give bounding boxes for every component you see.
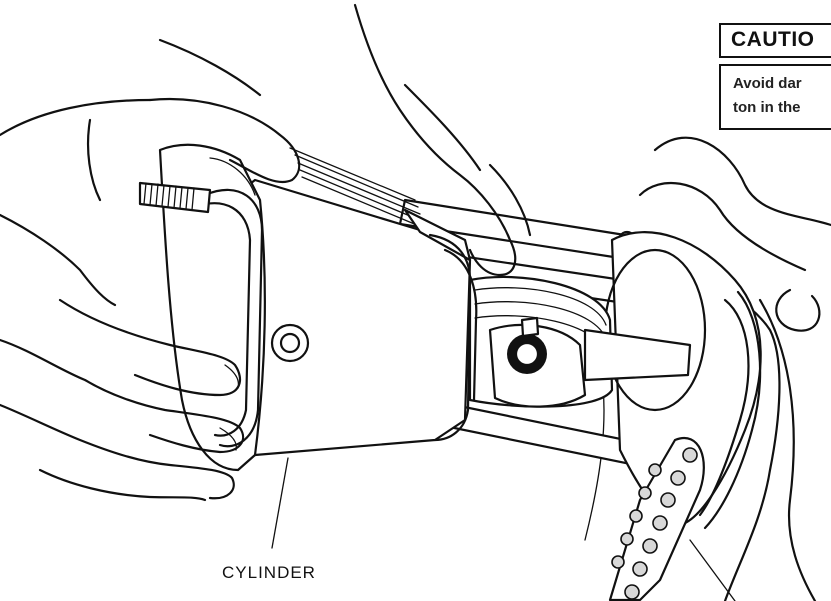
piston xyxy=(468,275,614,408)
caution-line-2: ton in the xyxy=(733,99,801,116)
caution-note: Avoid dar ton in the xyxy=(719,64,831,130)
cylinder-label: CYLINDER xyxy=(222,563,316,582)
caution-heading-text: CAUTIO xyxy=(731,28,815,51)
caution-heading: CAUTIO xyxy=(719,23,831,58)
right-hand xyxy=(158,3,532,277)
caution-line-1: Avoid dar xyxy=(733,75,802,92)
connecting-rod xyxy=(583,328,692,382)
drive-chain xyxy=(608,437,705,601)
cylinder-leader-line xyxy=(271,457,289,549)
left-hand xyxy=(0,98,301,502)
cylinder-body xyxy=(223,147,478,457)
base-gasket xyxy=(603,231,762,530)
chain-leader-line xyxy=(689,539,736,601)
threaded-stud xyxy=(138,181,212,214)
